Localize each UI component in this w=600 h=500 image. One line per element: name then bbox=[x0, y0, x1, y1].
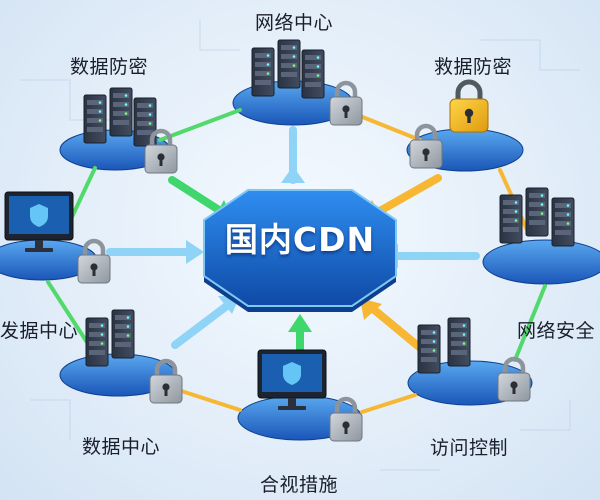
server-icon bbox=[301, 49, 325, 99]
server-icon bbox=[417, 324, 441, 374]
server-icon bbox=[251, 47, 275, 97]
node-label-network-security: 网络安全 bbox=[517, 320, 596, 342]
server-icon bbox=[447, 317, 471, 367]
server-icon bbox=[111, 309, 135, 359]
node-label-network-center: 网络中心 bbox=[255, 12, 334, 34]
hub-label: 国内CDN bbox=[224, 220, 376, 259]
node-label-data-protection-right: 救据防密 bbox=[434, 56, 513, 78]
lock-icon bbox=[450, 82, 488, 132]
node-label-compliance: 合视措施 bbox=[260, 474, 339, 496]
server-icon bbox=[109, 87, 133, 137]
server-icon bbox=[551, 197, 575, 247]
server-icon bbox=[525, 187, 549, 237]
server-icon bbox=[277, 39, 301, 89]
cdn-hub bbox=[203, 189, 397, 312]
server-icon bbox=[85, 317, 109, 367]
node-label-access-control: 访问控制 bbox=[430, 437, 509, 459]
node-label-data-center: 数据中心 bbox=[82, 436, 161, 458]
server-icon bbox=[83, 94, 107, 144]
node-label-data-protection: 数据防密 bbox=[70, 56, 149, 78]
server-icon bbox=[499, 194, 523, 244]
node-label-dev-center: 发据中心 bbox=[0, 320, 79, 342]
